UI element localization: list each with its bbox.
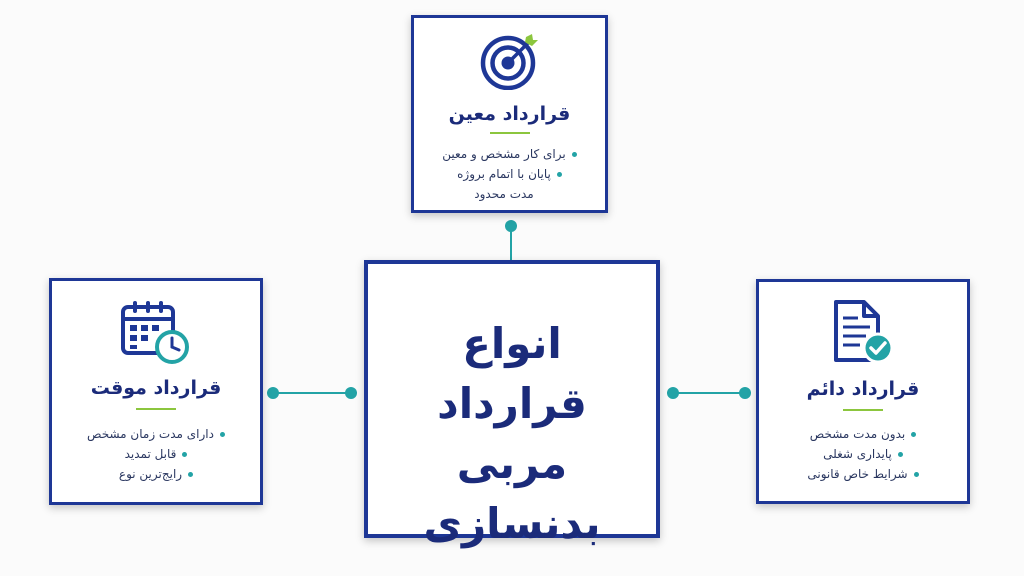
center-title-line: مربی بدنسازی: [423, 439, 601, 548]
bullet-dot: [911, 432, 917, 437]
card-permanent: قرارداد دائم بدون مدت مشخص پایداری شغلی …: [756, 279, 970, 504]
center-title-line: قرارداد: [437, 379, 587, 428]
connector-right: [667, 387, 751, 399]
card-title: قرارداد معین: [448, 103, 571, 125]
bullet-list: برای کار مشخص و معین پایان با اتمام بروژ…: [414, 144, 605, 204]
document-check-icon: [759, 298, 967, 366]
card-title: قرارداد دائم: [806, 378, 920, 400]
connector-dot-right-outer: [739, 387, 751, 399]
list-item: شرایط خاص قانونی: [759, 464, 967, 484]
title-underline: [489, 132, 530, 134]
list-item: پایداری شغلی: [759, 444, 967, 464]
list-item: پایان با اتمام بروژه: [414, 164, 605, 184]
connector-dot-left-outer: [267, 387, 279, 399]
center-card: انواع قرارداد مربی بدنسازی: [364, 260, 660, 548]
card-fixed-term-specific: قرارداد معین برای کار مشخص و معین پایان …: [411, 15, 608, 213]
list-item: قابل تمدید: [52, 444, 260, 464]
bullet-dot: [556, 172, 562, 177]
connector-dot-left-inner: [345, 387, 357, 399]
bullet-list: بدون مدت مشخص پایداری شغلی شرایط خاص قان…: [759, 424, 967, 484]
center-title: انواع قرارداد مربی بدنسازی: [368, 314, 656, 554]
list-item: بدون مدت مشخص: [759, 424, 967, 444]
list-item: مدت محدود: [474, 187, 534, 201]
bullet-dot: [188, 472, 194, 477]
target-icon: [414, 32, 605, 90]
title-underline: [843, 409, 883, 411]
bullet-dot: [571, 152, 577, 157]
list-item: برای کار مشخص و معین: [414, 144, 605, 164]
bullet-dot: [219, 432, 225, 437]
connector-left: [267, 387, 357, 399]
connector-dot-top: [505, 220, 517, 232]
list-item: رایج‌ترین نوع: [52, 464, 260, 484]
bullet-dot: [182, 452, 188, 457]
connector-top: [505, 220, 517, 260]
connector-dot-right-inner: [667, 387, 679, 399]
title-underline: [136, 408, 176, 410]
card-title: قرارداد موقت: [90, 377, 222, 399]
list-item: دارای مدت زمان مشخص: [52, 424, 260, 444]
card-temporary: قرارداد موقت دارای مدت زمان مشخص قابل تم…: [49, 278, 263, 505]
bullet-list: دارای مدت زمان مشخص قابل تمدید رایج‌ترین…: [52, 424, 260, 484]
center-title-line: انواع: [462, 319, 562, 368]
bullet-dot: [913, 472, 919, 477]
bullet-dot: [897, 452, 903, 457]
calendar-clock-icon: [52, 299, 260, 365]
